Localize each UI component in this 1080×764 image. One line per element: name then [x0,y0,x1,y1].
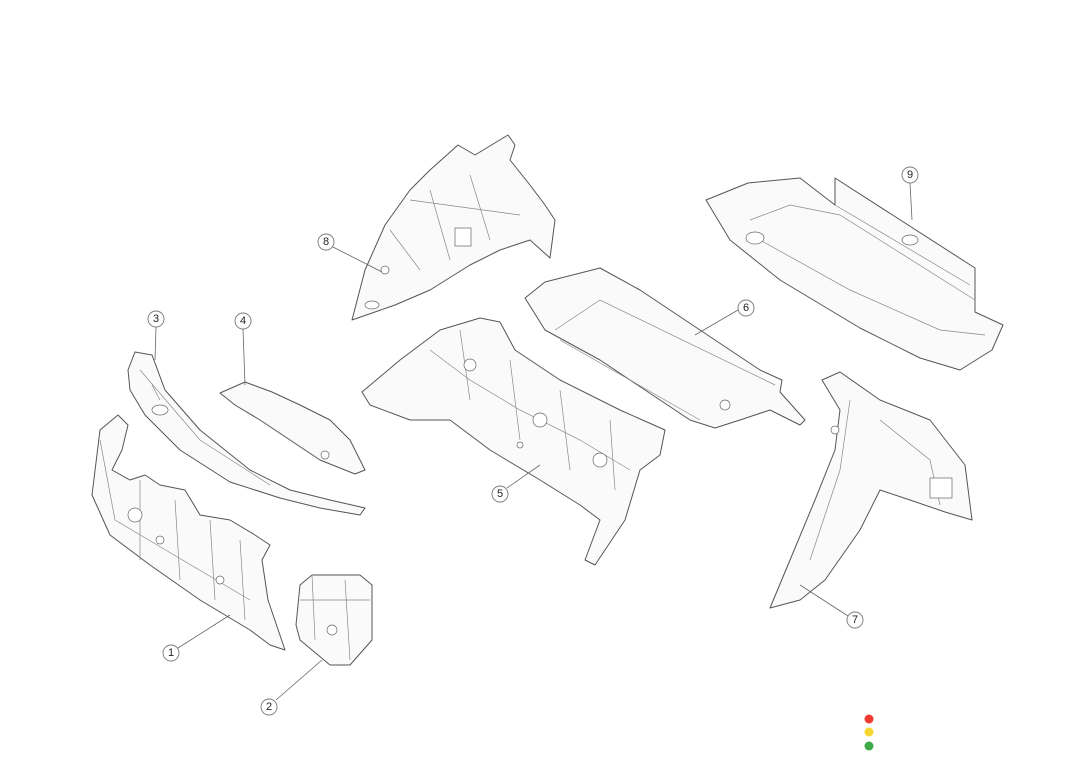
callout-label: 9 [907,169,913,181]
callout-label: 5 [497,488,503,500]
callout-label: 2 [266,701,272,713]
part-5-floor-panel [361,317,666,566]
red-status-dot [864,714,874,724]
callout-8[interactable]: 8 [317,233,335,251]
part-9-parcel-shelf [705,177,1004,371]
part-8-wheelhouse-panel [351,134,556,321]
callout-2[interactable]: 2 [260,698,278,716]
callout-label: 6 [743,302,749,314]
callout-label: 4 [240,315,246,327]
callout-4[interactable]: 4 [234,312,252,330]
callout-label: 8 [323,236,329,248]
callout-7[interactable]: 7 [846,611,864,629]
callout-1[interactable]: 1 [162,644,180,662]
part-6-rear-floor-panel [524,267,806,429]
part-7-quarter-inner-panel [769,371,973,609]
callout-5[interactable]: 5 [491,485,509,503]
part-2-bracket [295,574,373,666]
callout-label: 3 [153,313,159,325]
leader-lines [154,182,913,701]
part-3-cowl-panel [127,351,366,516]
green-status-dot [864,741,874,751]
part-1-dash-panel [91,414,286,651]
part-4-insulation-pad [219,381,366,475]
yellow-status-dot [864,727,874,737]
callout-label: 1 [168,647,174,659]
callout-3[interactable]: 3 [147,310,165,328]
callout-6[interactable]: 6 [737,299,755,317]
callout-9[interactable]: 9 [901,166,919,184]
callout-label: 7 [852,614,858,626]
